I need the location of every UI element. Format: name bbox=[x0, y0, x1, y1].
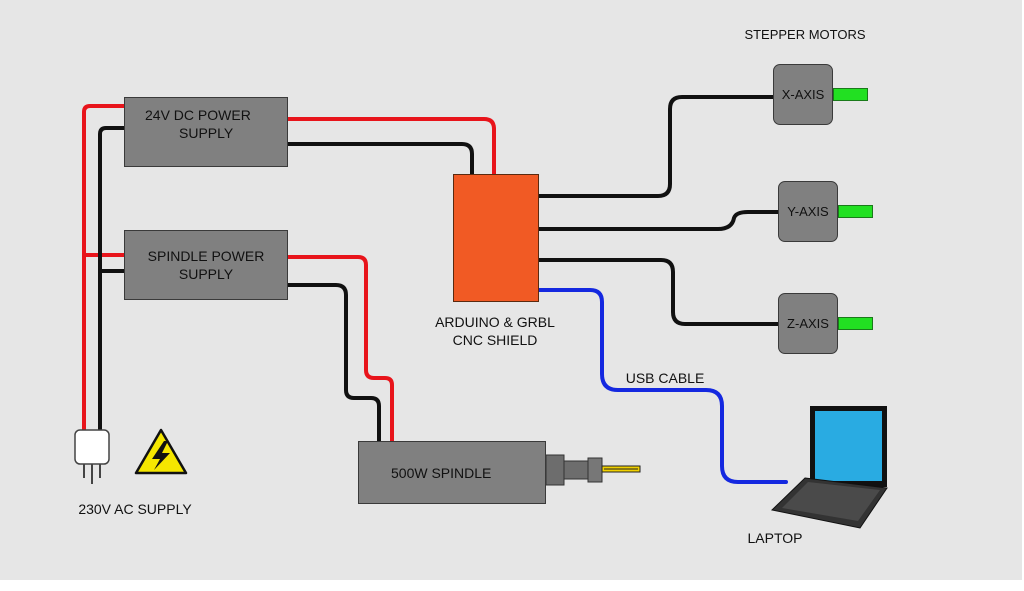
ac-supply-label: 230V AC SUPPLY bbox=[78, 501, 192, 517]
ac-red-wire bbox=[82, 104, 127, 432]
stepper-motors-title: STEPPER MOTORS bbox=[744, 27, 866, 42]
high-voltage-warning-icon bbox=[134, 428, 188, 475]
spindle-body: 500W SPINDLE bbox=[358, 441, 546, 504]
spindle-psu-label-line1: SPINDLE POWER bbox=[147, 248, 265, 264]
y-axis-cable bbox=[537, 210, 781, 231]
spindle-shaft-icon bbox=[545, 454, 641, 486]
x-axis-motor: X-AXIS bbox=[773, 64, 833, 125]
usb-cable-label: USB CABLE bbox=[625, 370, 705, 386]
laptop-label: LAPTOP bbox=[747, 530, 803, 546]
dc-black-wire bbox=[286, 142, 474, 176]
spindle-power-supply: SPINDLE POWER SUPPLY bbox=[124, 230, 288, 300]
arduino-cnc-shield bbox=[453, 174, 539, 302]
y-axis-shaft bbox=[838, 205, 873, 218]
controller-label-line1: ARDUINO & GRBL bbox=[435, 314, 555, 330]
x-axis-label: X-AXIS bbox=[781, 87, 825, 102]
dc-red-wire bbox=[286, 117, 496, 176]
ac-plug-icon bbox=[74, 429, 110, 484]
dc-psu-label-line1: 24V DC POWER bbox=[145, 107, 251, 123]
controller-label-line2: CNC SHIELD bbox=[452, 332, 538, 348]
controller-label: ARDUINO & GRBL CNC SHIELD bbox=[420, 313, 570, 349]
z-axis-label: Z-AXIS bbox=[787, 316, 829, 331]
x-axis-cable bbox=[537, 95, 776, 198]
y-axis-label: Y-AXIS bbox=[787, 204, 829, 219]
laptop-icon bbox=[770, 406, 888, 529]
dc-psu-label-line2: SUPPLY bbox=[179, 125, 234, 141]
z-axis-shaft bbox=[838, 317, 873, 330]
usb-cable-wire bbox=[537, 288, 788, 484]
x-axis-shaft bbox=[833, 88, 868, 101]
spindle-black-wire bbox=[286, 283, 381, 443]
spindle-red-wire bbox=[286, 255, 394, 443]
spindle-psu-label-line2: SUPPLY bbox=[178, 266, 234, 282]
z-axis-motor: Z-AXIS bbox=[778, 293, 838, 354]
y-axis-motor: Y-AXIS bbox=[778, 181, 838, 242]
spindle-label: 500W SPINDLE bbox=[391, 464, 492, 481]
z-axis-cable bbox=[537, 258, 781, 326]
ac-black-wire bbox=[98, 126, 127, 432]
dc-power-supply: 24V DC POWER SUPPLY bbox=[124, 97, 288, 167]
